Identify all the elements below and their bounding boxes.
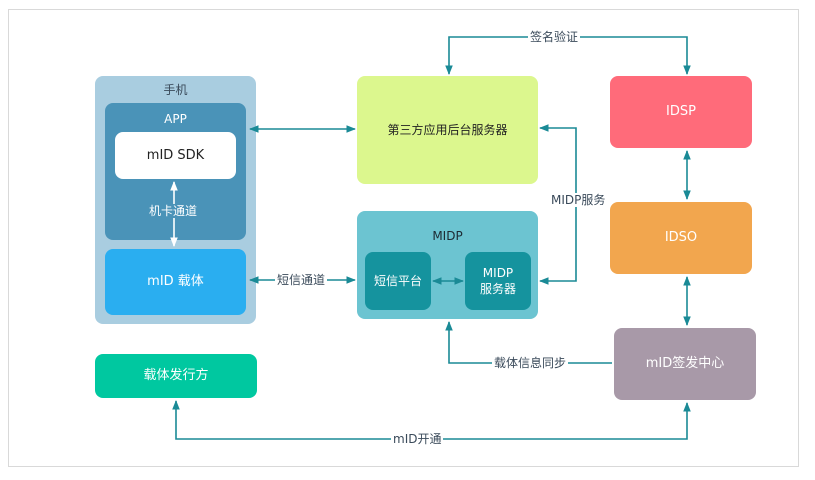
label-carrier-sync: 载体信息同步	[492, 356, 569, 370]
label-midp-service: MIDP服务	[549, 193, 608, 207]
label-mid-open: mID开通	[391, 432, 444, 446]
idso-box: IDSO	[610, 202, 752, 274]
idsp-box: IDSP	[610, 76, 752, 148]
midp-title: MIDP	[432, 229, 463, 243]
app-title: APP	[164, 112, 187, 126]
mid-issuing-center-box: mID签发中心	[614, 328, 756, 400]
carrier-issuer-box: 载体发行方	[95, 354, 257, 398]
mid-carrier-box: mID 载体	[105, 249, 246, 315]
label-signature-verify: 签名验证	[528, 30, 581, 44]
third-party-server-box: 第三方应用后台服务器	[357, 76, 538, 184]
label-machine-card-channel: 机卡通道	[147, 204, 200, 218]
mid-sdk-box: mID SDK	[115, 132, 236, 179]
midp-server-box: MIDP 服务器	[465, 252, 531, 310]
phone-title: 手机	[163, 83, 188, 97]
label-sms-channel: 短信通道	[275, 273, 328, 287]
sms-platform-box: 短信平台	[365, 252, 431, 310]
